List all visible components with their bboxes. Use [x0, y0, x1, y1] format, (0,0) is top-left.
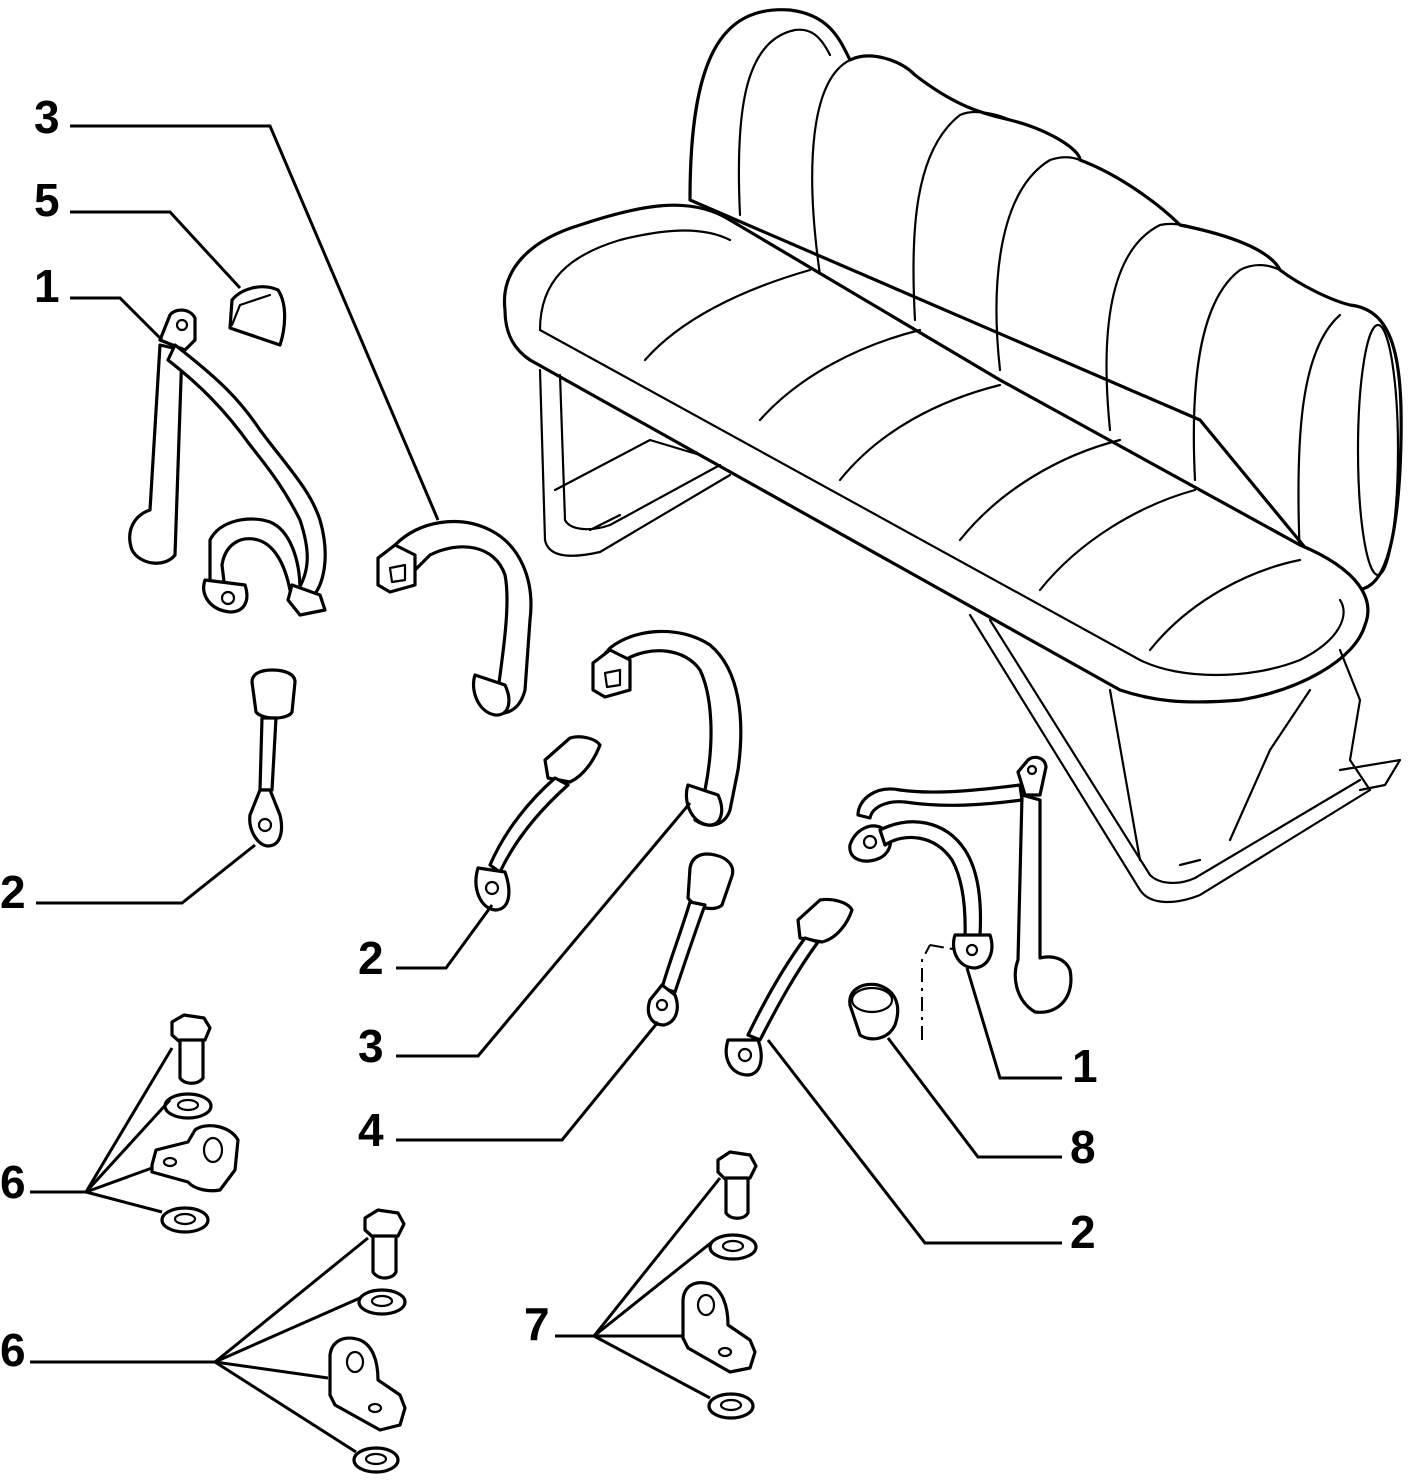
- callout-1-right: 1: [1072, 1040, 1098, 1092]
- lap-belt-upper: [376, 519, 533, 717]
- callout-1-left: 1: [34, 260, 60, 312]
- leader-3a: [70, 124, 440, 521]
- spacer-ring: [848, 944, 959, 1041]
- center-buckle: [646, 852, 735, 1027]
- callout-2-left: 2: [0, 866, 26, 918]
- buckle-stalk-left: [248, 668, 297, 848]
- leader-6a-bracket: [85, 1166, 153, 1194]
- leader-6a-washer: [84, 1098, 172, 1194]
- retractor-belt-right: [848, 755, 1073, 1014]
- callout-3-center: 3: [358, 1020, 384, 1072]
- leader-7-washer2: [593, 1334, 711, 1400]
- leader-6a-washer2: [85, 1190, 163, 1214]
- callout-2-right: 2: [1070, 1206, 1096, 1258]
- callout-7: 7: [524, 1298, 550, 1350]
- leader-2b: [396, 904, 494, 970]
- callout-3-top: 3: [34, 91, 60, 143]
- leader-5: [70, 210, 242, 290]
- leader-3b: [396, 802, 692, 1058]
- callout-6-lower: 6: [0, 1324, 26, 1376]
- callouts: 3 5 1 2 2 3 4 1 8 2 6 6 7: [0, 91, 1098, 1376]
- callout-8: 8: [1070, 1121, 1096, 1173]
- callout-2-center: 2: [358, 932, 384, 984]
- leader-lines: [30, 124, 1062, 1454]
- leader-2a: [36, 843, 256, 905]
- anchor-kit-center: [681, 1150, 758, 1420]
- callout-6-upper: 6: [0, 1156, 26, 1208]
- leader-8: [886, 1037, 1062, 1159]
- callout-5: 5: [34, 174, 60, 226]
- retractor-belt-left: [128, 308, 327, 617]
- lap-belt-lower: [591, 629, 743, 827]
- cover-cap: [228, 285, 287, 347]
- leader-1a: [70, 296, 164, 342]
- leader-6b-bolt: [30, 1236, 369, 1364]
- leader-7-washer: [593, 1240, 713, 1338]
- leader-4: [396, 1021, 660, 1142]
- leader-6b-washer: [214, 1296, 361, 1364]
- leader-6b-bracket: [214, 1360, 329, 1380]
- leader-6b-washer2: [214, 1360, 357, 1454]
- buckle-stalk-right: [724, 897, 854, 1077]
- rear-bench-seat: [502, 8, 1403, 904]
- anchor-kit-upper: [150, 1013, 240, 1234]
- buckle-stalk-center: [474, 735, 602, 912]
- callout-4: 4: [358, 1104, 384, 1156]
- leader-2c: [766, 1039, 1062, 1245]
- leader-1b: [965, 967, 1062, 1080]
- anchor-kit-lower: [328, 1208, 407, 1474]
